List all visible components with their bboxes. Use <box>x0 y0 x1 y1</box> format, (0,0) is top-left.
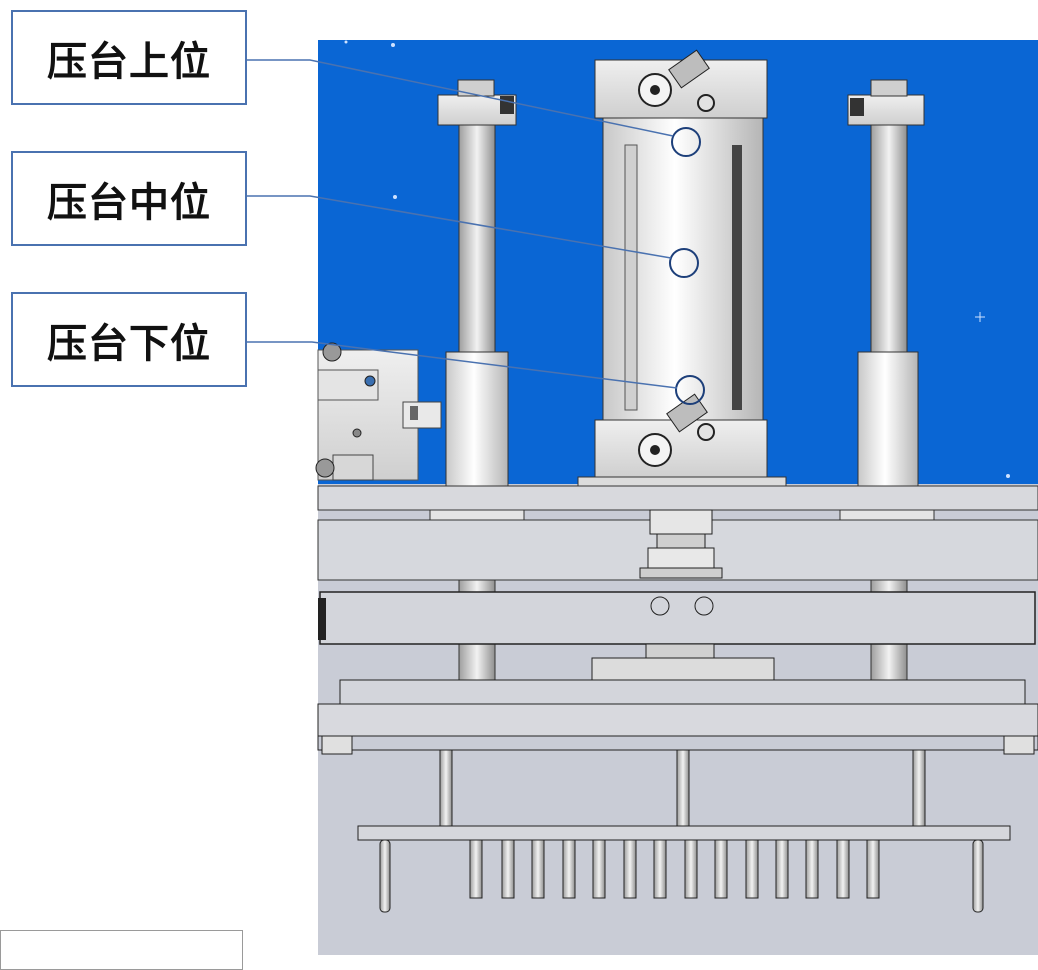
leader-line-upper <box>247 59 674 137</box>
label-lower-position: 压台下位 <box>11 292 247 387</box>
label-middle-text: 压台中位 <box>47 179 211 226</box>
support-posts <box>439 749 926 829</box>
empty-text-box <box>0 930 243 970</box>
callout-markers <box>669 127 705 405</box>
central-cylinder <box>577 49 787 488</box>
left-side-block <box>315 342 442 481</box>
label-lower-text: 压台下位 <box>47 320 211 367</box>
label-middle-position: 压台中位 <box>11 151 247 246</box>
marker-lower <box>675 375 705 405</box>
leader-line-middle <box>247 195 672 259</box>
sparkle-marks <box>344 40 1010 478</box>
marker-middle <box>669 248 699 278</box>
middle-beam <box>318 591 1036 645</box>
pin-array <box>379 839 984 913</box>
press-plates <box>317 643 1038 755</box>
marker-upper <box>671 127 701 157</box>
callout-lines <box>247 59 678 389</box>
piston-nut <box>639 509 723 579</box>
label-upper-position: 压台上位 <box>11 10 247 105</box>
label-upper-text: 压台上位 <box>47 38 211 85</box>
pin-plate <box>357 825 1011 841</box>
leader-line-lower <box>247 341 678 389</box>
